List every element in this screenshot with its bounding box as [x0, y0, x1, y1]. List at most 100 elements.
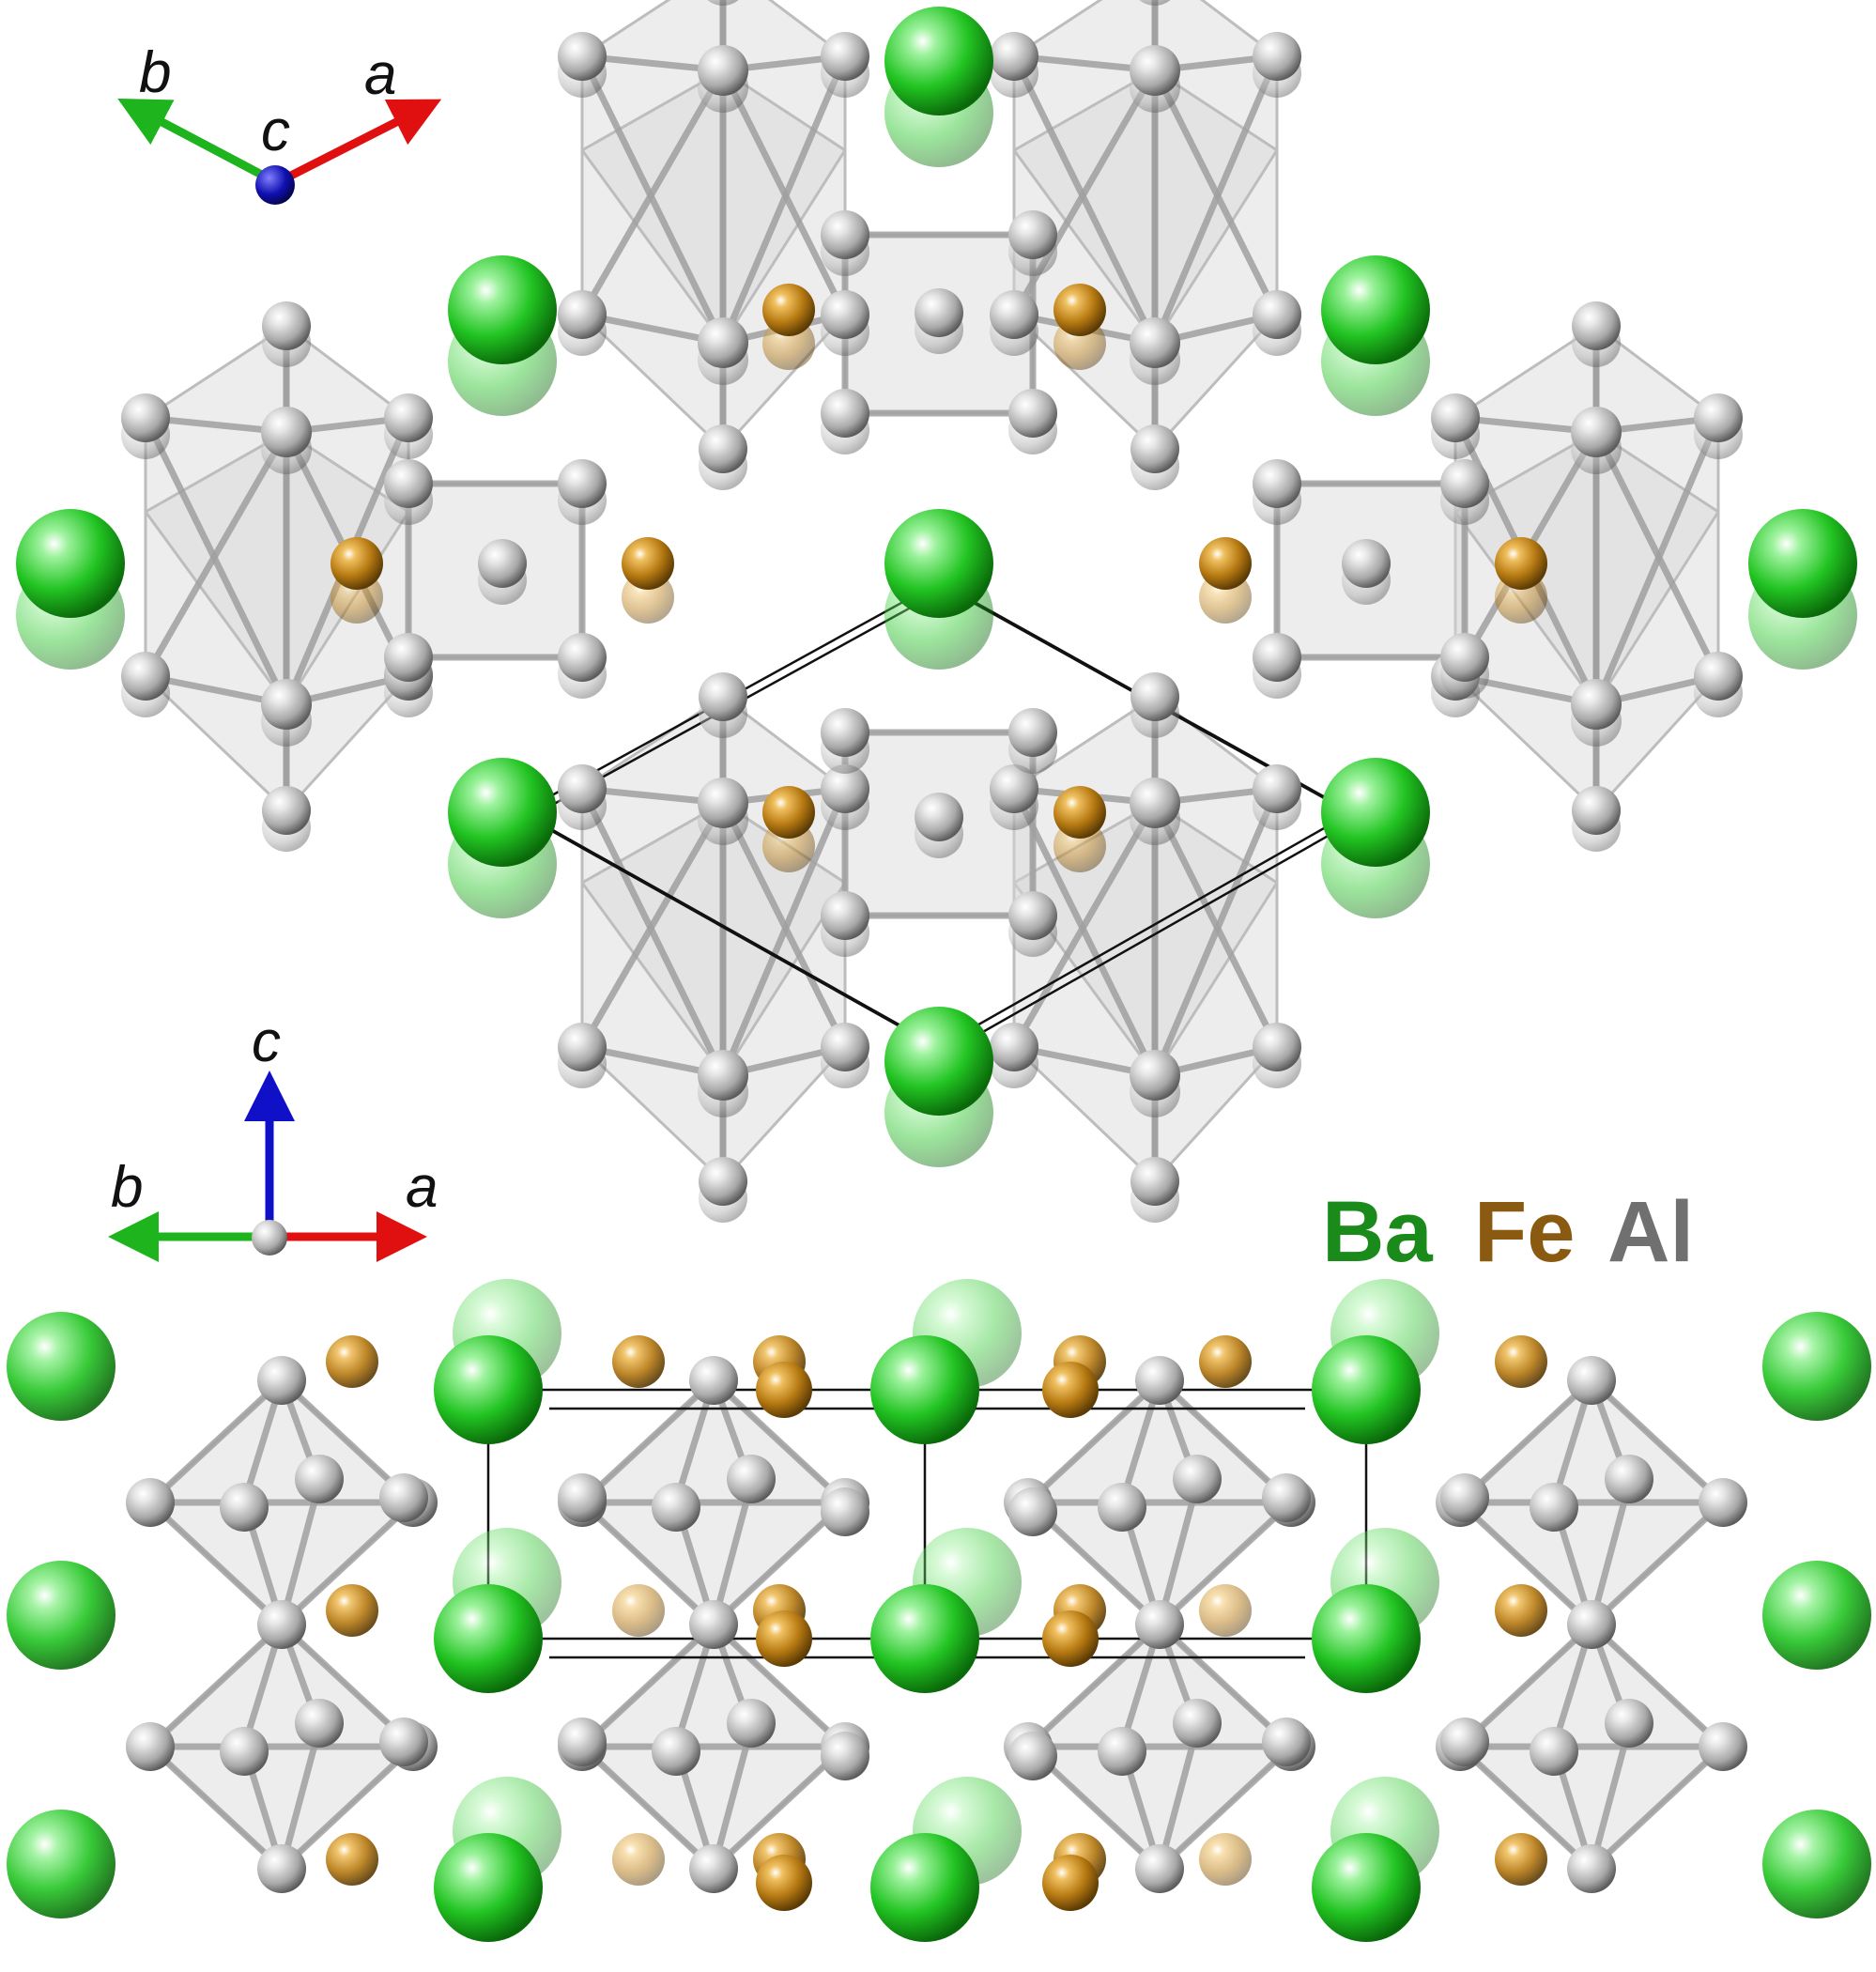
ba-atom	[870, 1335, 979, 1444]
al-al-bond	[1456, 1743, 1595, 1872]
al-atom	[1440, 1718, 1489, 1766]
fe-atom	[1199, 1584, 1252, 1637]
al-atom-shadow	[1139, 0, 1171, 6]
al-atom	[821, 1487, 869, 1536]
axis-b-label: b	[111, 1155, 143, 1220]
al-al-bond	[1010, 785, 1159, 1079]
al-al-bond	[1588, 1621, 1727, 1750]
al-al-bond	[710, 1377, 849, 1506]
al-atom	[1605, 1455, 1653, 1503]
fe-atom	[326, 1335, 378, 1388]
al-atom	[689, 1356, 738, 1405]
al-atom	[558, 1473, 607, 1522]
al-atom	[727, 1699, 776, 1748]
axis-triad-top: a b c	[117, 40, 442, 205]
al-al-bond	[1592, 428, 1722, 680]
legend-ba: Ba	[1322, 1184, 1433, 1280]
al-atom	[1567, 1600, 1616, 1649]
fe-atom	[1199, 1335, 1252, 1388]
al-atom	[698, 45, 748, 96]
al-atom	[990, 32, 1038, 81]
ba-atom	[448, 758, 557, 867]
al-atom	[821, 32, 869, 81]
al-atom	[384, 633, 433, 682]
al-al-bond	[1010, 799, 1159, 1051]
ba-atom	[7, 1561, 115, 1670]
al-atom	[262, 786, 311, 835]
al-atom	[1008, 891, 1057, 940]
al-al-bond	[1151, 799, 1281, 1051]
al-atom	[821, 1023, 869, 1071]
al-al-bond	[710, 1499, 849, 1628]
ba-atom	[884, 509, 993, 618]
al-atom	[1130, 424, 1179, 473]
al-atom	[1130, 317, 1180, 368]
ba-atom	[1762, 1810, 1871, 1918]
legend-fe: Fe	[1474, 1184, 1575, 1280]
al-atom	[121, 393, 170, 442]
al-atom	[558, 1718, 607, 1766]
al-al-bond	[278, 1499, 417, 1628]
ba-atom	[1748, 509, 1857, 618]
al-atom	[1135, 1356, 1184, 1405]
al-atom	[1008, 210, 1057, 259]
al-al-bond	[578, 799, 727, 1051]
al-atom	[1008, 1732, 1057, 1780]
ba-atom	[884, 7, 993, 116]
al-atom	[1173, 1455, 1222, 1503]
al-atom	[1130, 778, 1180, 828]
axis-a-label: a	[406, 1155, 438, 1220]
ba-atom	[870, 1833, 979, 1942]
al-atom	[1098, 1727, 1146, 1776]
al-atom	[821, 210, 869, 259]
al-atom	[379, 1718, 428, 1766]
fe-atom	[1495, 1584, 1547, 1637]
al-atom	[698, 778, 748, 828]
al-atom	[262, 301, 311, 350]
fe-atom	[326, 1833, 378, 1886]
ba-atom	[434, 1584, 543, 1693]
al-al-bond	[146, 1621, 285, 1750]
al-atom	[990, 1023, 1038, 1071]
al-atom	[1567, 1356, 1616, 1405]
al-al-bond	[1156, 1499, 1295, 1628]
atoms-side	[7, 1279, 1871, 1942]
fe-atom	[612, 1335, 665, 1388]
al-atom	[727, 1455, 776, 1503]
al-atom	[698, 1050, 748, 1101]
al-atom	[1135, 1600, 1184, 1649]
fe-atom	[762, 284, 815, 336]
legend-al: Al	[1607, 1184, 1694, 1280]
atoms-top	[16, 0, 1857, 1223]
al-atom	[1694, 652, 1743, 701]
fe-atom	[1042, 1362, 1099, 1418]
ba-atom	[7, 1312, 115, 1421]
axis-c-label: c	[261, 99, 290, 163]
al-atom	[915, 288, 963, 337]
al-atom	[478, 539, 527, 588]
ba-atom	[1312, 1335, 1421, 1444]
ba-atom	[1312, 1584, 1421, 1693]
al-atom	[379, 1473, 428, 1522]
al-al-bond	[278, 1743, 417, 1872]
fe-atom	[1053, 786, 1106, 839]
al-al-bond	[1151, 67, 1281, 318]
fe-atom	[756, 1362, 812, 1418]
al-atom	[1431, 393, 1480, 442]
ba-atom	[1762, 1312, 1871, 1421]
ba-atom	[1321, 255, 1430, 364]
al-atom	[1130, 45, 1180, 96]
ba-atom	[1762, 1561, 1871, 1670]
al-al-bond	[146, 1377, 285, 1506]
fe-atom	[326, 1584, 378, 1637]
al-al-bond	[1024, 1621, 1163, 1750]
axis-a-arrow	[279, 99, 442, 185]
al-atom	[558, 459, 607, 508]
al-atom	[915, 793, 963, 841]
al-atom	[821, 389, 869, 438]
al-al-bond	[578, 1743, 717, 1872]
al-atom	[1008, 1487, 1057, 1536]
al-atom	[1699, 1478, 1747, 1527]
fe-atom	[1042, 1610, 1099, 1667]
fe-atom	[612, 1833, 665, 1886]
